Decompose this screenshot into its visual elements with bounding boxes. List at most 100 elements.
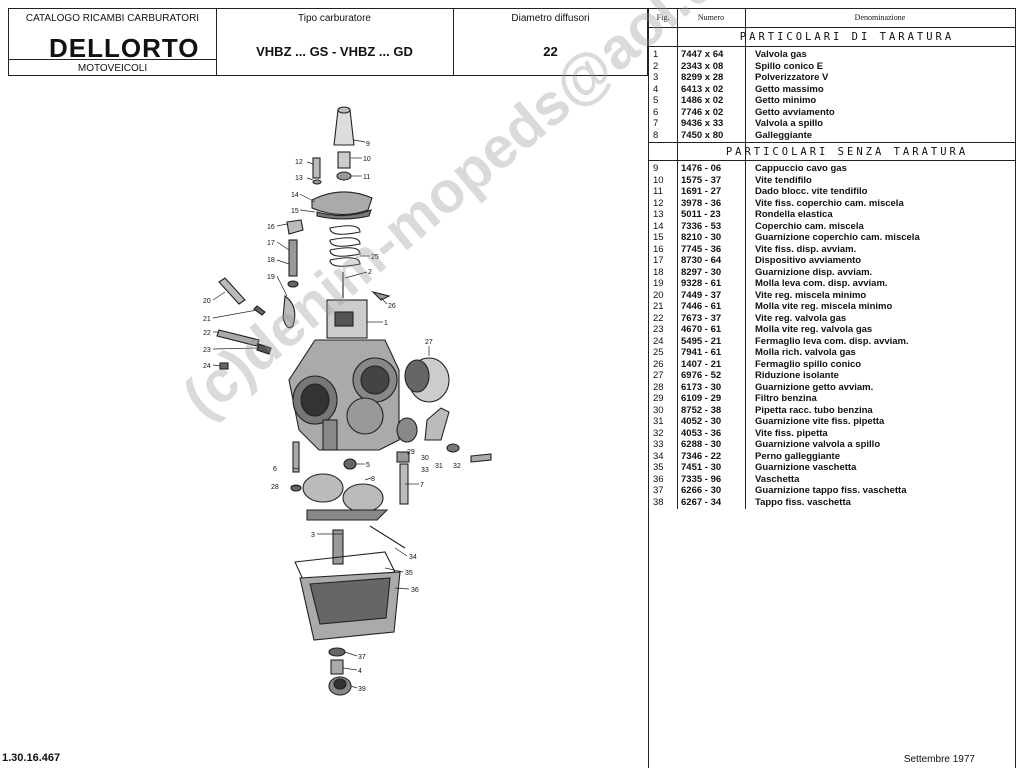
- cell-num: 1407 - 21: [681, 358, 722, 370]
- cell-den: Rondella elastica: [755, 209, 833, 220]
- callout: 12: [295, 159, 303, 166]
- cell-den: Spillo conico E: [755, 60, 824, 72]
- cell-num: 6413 x 02: [681, 83, 724, 95]
- cell-den: Valvola gas: [755, 49, 807, 60]
- cell-den: Guarnizione vite fiss. pipetta: [755, 416, 885, 427]
- cell-num: 7941 - 61: [681, 347, 722, 358]
- catalog-date: Settembre 1977: [903, 754, 975, 765]
- callout: 33: [421, 467, 429, 474]
- cell-fig: 8: [653, 129, 659, 141]
- cell-fig: 35: [653, 462, 664, 473]
- cell-fig: 24: [653, 335, 664, 347]
- callout: 10: [363, 156, 371, 163]
- cell-fig: 6: [653, 106, 659, 118]
- cell-den: Vite fiss. coperchio cam. miscela: [755, 197, 904, 209]
- cell-den: Fermaglio leva com. disp. avviam.: [755, 335, 909, 347]
- cell-num: 6266 - 30: [681, 485, 722, 496]
- cell-num: 1575 - 37: [681, 174, 722, 186]
- callout: 16: [267, 224, 275, 231]
- cell-fig: 33: [653, 439, 664, 450]
- cell-den: Filtro benzina: [755, 393, 817, 404]
- callout: 19: [267, 274, 275, 281]
- cell-num: 1486 x 02: [681, 95, 724, 106]
- table-row: 28 6173 - 30 Guarnizione getto avviam.: [649, 382, 1015, 394]
- carb-model: VHBZ ... GS - VHBZ ... GD: [256, 44, 413, 59]
- cell-num: 8297 - 30: [681, 266, 722, 278]
- callout: 8: [371, 476, 375, 483]
- cell-den: Guarnizione getto avviam.: [755, 381, 874, 393]
- cell-num: 9436 x 33: [681, 118, 724, 129]
- cell-den: Molla leva com. disp. avviam.: [755, 278, 888, 289]
- callout: 11: [363, 174, 370, 181]
- cell-fig: 32: [653, 427, 664, 439]
- cell-num: 6173 - 30: [681, 381, 722, 393]
- cell-den: Dado blocc. vite tendifilo: [755, 186, 868, 197]
- cell-num: 5495 - 21: [681, 335, 722, 347]
- cell-fig: 27: [653, 370, 664, 381]
- diffuser-label: Diametro diffusori: [511, 13, 590, 24]
- cell-num: 7745 - 36: [681, 243, 722, 255]
- col-num: Numero: [697, 13, 725, 22]
- cell-fig: 7: [653, 118, 659, 129]
- cell-num: 7449 - 37: [681, 289, 722, 301]
- callout: 21: [203, 316, 211, 323]
- cell-den: Vaschetta: [755, 473, 800, 485]
- table-row: 7 9436 x 33 Valvola a spillo: [649, 118, 1015, 130]
- callout: 5: [366, 462, 370, 469]
- cell-num: 7447 x 64: [681, 49, 724, 60]
- cell-den: Valvola a spillo: [755, 118, 824, 129]
- table-row: 20 7449 - 37 Vite reg. miscela minimo: [649, 290, 1015, 302]
- callout: 20: [203, 298, 211, 305]
- cell-fig: 18: [653, 266, 664, 278]
- cell-fig: 34: [653, 450, 664, 462]
- cell-num: 1476 - 06: [681, 163, 722, 174]
- callout: 31: [435, 463, 443, 470]
- cell-fig: 28: [653, 381, 664, 393]
- cell-den: Vite reg. miscela minimo: [755, 289, 867, 301]
- callout: 30: [421, 455, 429, 462]
- callout: 24: [203, 363, 211, 370]
- cell-den: Dispositivo avviamento: [755, 255, 862, 266]
- cell-num: 4670 - 61: [681, 324, 722, 335]
- cell-num: 9328 - 61: [681, 278, 722, 289]
- cell-num: 8752 - 38: [681, 404, 722, 416]
- cell-den: Riduzione isolante: [755, 370, 839, 381]
- cell-den: Guarnizione disp. avviam.: [755, 266, 873, 278]
- cell-num: 8210 - 30: [681, 232, 722, 243]
- table-row: 18 8297 - 30 Guarnizione disp. avviam.: [649, 267, 1015, 279]
- cell-den: Vite reg. valvola gas: [755, 312, 847, 324]
- cell-num: 6109 - 29: [681, 393, 722, 404]
- diffuser-value: 22: [543, 44, 558, 59]
- cell-fig: 9: [653, 163, 659, 174]
- callout: 18: [267, 257, 275, 264]
- callout: 37: [358, 654, 366, 661]
- cell-den: Coperchio cam. miscela: [755, 220, 864, 232]
- carb-type-label: Tipo carburatore: [298, 13, 371, 24]
- cell-fig: 36: [653, 473, 664, 485]
- cell-fig: 20: [653, 289, 664, 301]
- cell-num: 4052 - 30: [681, 416, 722, 427]
- cell-den: Fermaglio spillo conico: [755, 358, 862, 370]
- callout: 15: [291, 208, 299, 215]
- cell-fig: 16: [653, 243, 664, 255]
- cell-num: 6267 - 34: [681, 496, 722, 508]
- callout: 35: [405, 570, 413, 577]
- dellorto-logo: DELLORTO: [49, 33, 200, 63]
- cell-den: Guarnizione vaschetta: [755, 462, 857, 473]
- callout: 23: [203, 347, 211, 354]
